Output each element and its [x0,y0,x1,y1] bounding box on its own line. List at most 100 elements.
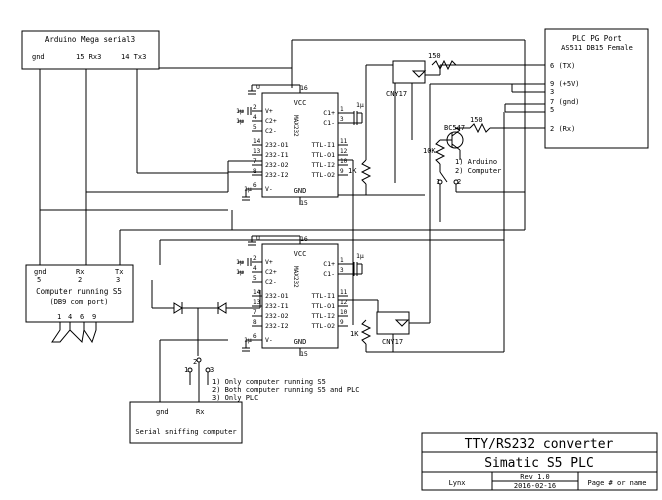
max232-right-pin-num: 1 [340,257,344,264]
max232-pin-gnd: 15 [300,350,308,358]
plc-title-2: AS511 DB15 Female [561,44,633,52]
max232-right-pin-name: TTL-I2 [312,312,336,320]
sniff-option-3: 3) Only PLC [212,394,258,402]
max232-right-pin-num: 3 [340,116,344,123]
max232-right-pin-name: TTL-O1 [312,302,336,310]
arduino-pin-gnd: gnd [32,53,45,61]
max232-body [261,243,339,349]
plc-title-1: PLC PG Port [572,34,622,43]
max232-left-pin-num: 4 [253,265,257,272]
computer-line-1: Computer running S5 [36,287,122,296]
max232-right-pin-num: 1 [340,106,344,113]
arduino-block: Arduino Mega serial3 gnd 15 Rx3 14 Tx3 [21,30,160,70]
title-main: TTY/RS232 converter [465,437,614,452]
max232-left-pin-num: 6 [253,333,257,340]
computer-loop-1: 1 [57,313,61,321]
arduino-pin-tx: 14 Tx3 [121,53,146,61]
sniff-label: Serial sniffing computer [135,428,236,436]
max232-right-pin-name: C1+ [323,109,335,117]
plc-pin-9: 9 (+5V) [550,80,580,88]
max232-gnd: GND [294,187,307,195]
computer-pin-rx-num: 2 [78,276,82,284]
max232-right-pin-num: 11 [340,289,348,296]
sniff-pin-gnd: gnd [156,408,169,416]
max232-left-pin-num: 7 [253,309,257,316]
max232-left-pin-name: 232-I2 [265,322,289,330]
cap-label: 1µ [236,117,244,125]
sniff-block: gnd Rx Serial sniffing computer 1) Only … [129,378,360,444]
title-author: Lynx [449,479,466,487]
max232-pin-gnd: 15 [300,199,308,207]
switch-choice-1: 1) Arduino [455,158,497,166]
max232-left-pin-num: 13 [253,148,261,155]
title-date: 2016-02-16 [514,482,556,490]
computer-loop-4: 4 [68,313,72,321]
max232-left-pin-num: 5 [253,275,257,282]
max232-left-pin-name: 232-I1 [265,151,289,159]
max232-right-pin-name: C1- [323,270,335,278]
max232-right-pin-name: TTL-O1 [312,151,336,159]
max232-left-pin-name: C2- [265,278,277,286]
sniff-switch-2: 2 [193,358,197,366]
max232-u-label: U [256,83,260,91]
computer-pin-tx: Tx [115,268,123,276]
r150-lower-label: 150 [470,116,483,124]
max232-left-pin-num: 2 [253,104,257,111]
cap-label: 1µ [356,252,364,260]
computer-pin-rx: Rx [76,268,84,276]
max232-right-pin-num: 12 [340,148,348,155]
sniff-option-2: 2) Both computer running S5 and PLC [212,386,360,394]
max232-left-pin-name: V- [265,185,273,193]
computer-pin-tx-num: 3 [116,276,120,284]
max232-right-pin-num: 10 [340,309,348,316]
plc-pin-7: 7 (gnd) [550,98,580,106]
cap-label: 1µ [356,101,364,109]
max232-left-pin-num: 14 [253,289,261,296]
cap-label: 1µ [236,107,244,115]
cny17-upper-label: CNY17 [386,90,407,98]
max232-left-pin-num: 8 [253,319,257,326]
plc-pin-6: 6 (TX) [550,62,575,70]
r1k-upper-label: 1K [348,167,357,175]
computer-pin-gnd: gnd [34,268,47,276]
max232-name: MAX232 [292,115,299,137]
max232-vcc: VCC [294,250,307,258]
opto-symbols [394,70,427,327]
max232-left-pin-name: 232-O1 [265,141,289,149]
max232-left-pin-name: V+ [265,107,273,115]
wires [39,39,545,402]
max232-right-pin-name: TTL-I1 [312,292,336,300]
max232-left-pin-num: 5 [253,124,257,131]
max232-left-pin-name: V+ [265,258,273,266]
max232-left-pin-num: 13 [253,299,261,306]
max232-right-pin-name: C1+ [323,260,335,268]
max232-right-pin-num: 10 [340,158,348,165]
max232-name: MAX232 [292,266,299,288]
sniff-pin-rx: Rx [196,408,204,416]
max232-pin-vcc: 16 [300,84,308,92]
computer-loop-9: 9 [92,313,96,321]
max232-u-label: U [256,234,260,242]
computer-line-2: (DB9 com port) [49,298,108,306]
cny17-lower-label: CNY17 [382,338,403,346]
max232-right-pin-num: 3 [340,267,344,274]
r1k-lower-label: 1K [350,330,359,338]
max232-right-pin-num: 11 [340,138,348,145]
max232-left-pin-name: V- [265,336,273,344]
max232-left-pin-name: 232-I1 [265,302,289,310]
title-page: Page # or name [587,479,646,487]
max232-left-pin-num: 4 [253,114,257,121]
max232-pin-vcc: 16 [300,235,308,243]
max232-right-pin-name: TTL-I2 [312,161,336,169]
max232-left-pin-name: 232-O2 [265,312,289,320]
max232-right-pin-num: 9 [340,319,344,326]
switch-choice-2: 2) Computer [455,167,501,175]
r10k-label: 10K [423,147,436,155]
switch-pos-1: 1 [436,178,440,186]
title-rev: Rev 1.0 [520,473,550,481]
part-labels: 150 150 CNY17 CNY17 BC547 10K 1K 1K 1) A… [184,52,501,374]
sniff-option-1: 1) Only computer running S5 [212,378,326,386]
